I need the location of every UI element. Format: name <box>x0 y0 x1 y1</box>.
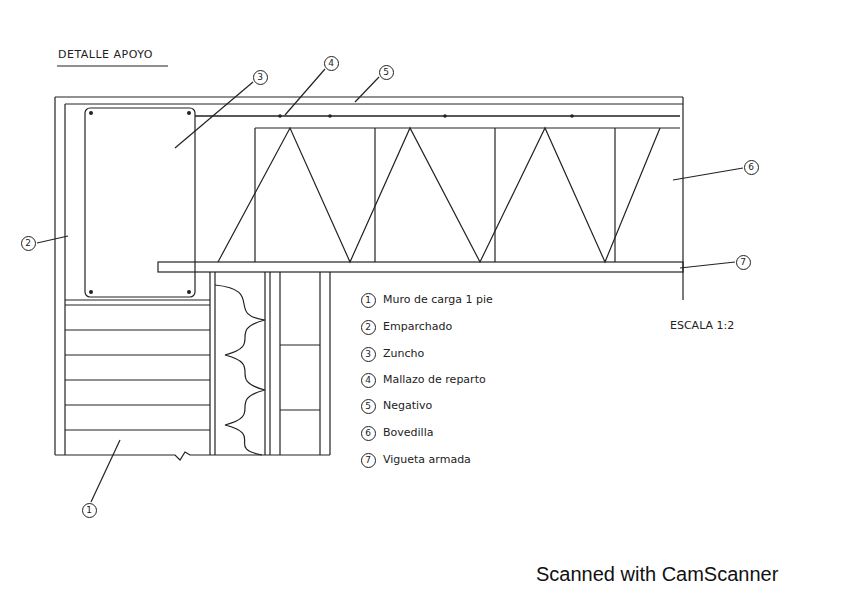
callout-number: 3 <box>257 73 263 82</box>
callout-number: 6 <box>748 163 754 172</box>
legend-text: Muro de carga 1 pie <box>383 293 493 306</box>
callout-number: 4 <box>365 376 371 385</box>
callout-number: 7 <box>740 258 746 267</box>
callout-circle: 7 <box>736 255 751 270</box>
callout-number: 2 <box>365 323 371 332</box>
callout-circle: 4 <box>361 373 376 388</box>
watermark: Scanned with CamScanner <box>536 563 778 586</box>
legend-text: Mallazo de reparto <box>383 373 486 386</box>
callout-circle: 3 <box>253 70 268 85</box>
legend-text: Zuncho <box>383 347 424 360</box>
legend-text: Negativo <box>383 399 432 412</box>
callout-circle: 1 <box>82 503 97 518</box>
callout-number: 5 <box>365 402 371 411</box>
legend-text: Bovedilla <box>383 426 433 439</box>
callout-number: 7 <box>365 456 371 465</box>
callout-circle: 6 <box>361 426 376 441</box>
legend-text: Emparchado <box>383 320 452 333</box>
scale-note: ESCALA 1:2 <box>670 319 734 332</box>
callout-circle: 3 <box>361 347 376 362</box>
callout-circle: 2 <box>21 236 36 251</box>
callout-circle: 5 <box>379 65 394 80</box>
callout-number: 1 <box>86 506 92 515</box>
drawing-title: DETALLE APOYO <box>58 48 153 61</box>
callout-circle: 7 <box>361 453 376 468</box>
callout-number: 5 <box>383 68 389 77</box>
callout-circle: 1 <box>361 293 376 308</box>
callout-number: 3 <box>365 350 371 359</box>
callout-number: 6 <box>365 429 371 438</box>
callout-circle: 6 <box>744 160 759 175</box>
callout-number: 1 <box>365 296 371 305</box>
callout-number: 4 <box>328 59 334 68</box>
callout-circle: 5 <box>361 399 376 414</box>
callout-number: 2 <box>25 239 31 248</box>
callout-circle: 4 <box>324 56 339 71</box>
legend-text: Vigueta armada <box>383 453 471 466</box>
callout-circle: 2 <box>361 320 376 335</box>
